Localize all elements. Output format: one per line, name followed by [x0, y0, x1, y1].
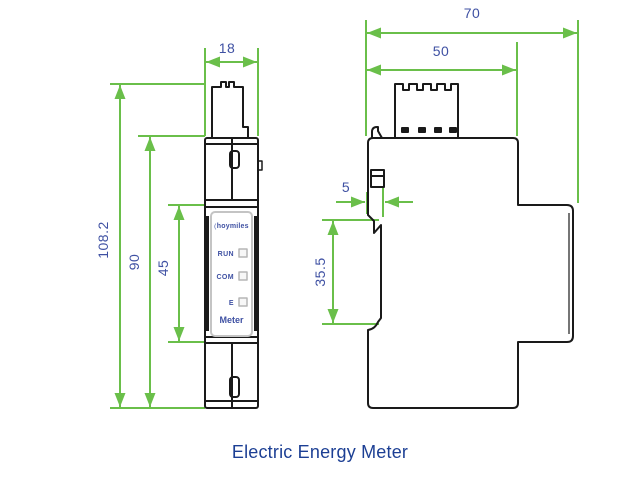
side-top-hook: [371, 126, 383, 139]
dim-label-body-height: 90: [126, 253, 142, 271]
side-body-outline: [367, 137, 574, 409]
logo-swoosh-icon: (: [214, 223, 217, 230]
dim-label-total-height: 108.2: [95, 221, 111, 259]
dimension-lines: [110, 20, 579, 409]
front-side-tab: [257, 160, 263, 171]
front-top-latch: [229, 150, 240, 169]
led-com-indicator: [238, 271, 248, 281]
ext-line-side-widths: [365, 20, 579, 203]
figure-caption: Electric Energy Meter: [231, 442, 409, 462]
ext-line-rail-slot: [322, 219, 379, 325]
panel-meter-label: Meter: [219, 315, 244, 325]
din-clip-button: [370, 169, 385, 188]
led-label-e: E: [228, 300, 234, 307]
terminal-slot-2: [418, 127, 426, 133]
terminal-slot-1: [401, 127, 409, 133]
led-e-indicator: [238, 297, 248, 307]
terminal-slot-3: [434, 127, 442, 133]
dim-label-clip-depth: 5: [341, 179, 351, 195]
side-view: [367, 83, 574, 409]
ext-line-front-width: [204, 48, 259, 136]
front-bottom-latch: [229, 376, 240, 398]
dim-label-body-depth: 50: [432, 43, 450, 59]
terminal-slot-4: [449, 127, 457, 133]
side-terminal-block: [394, 83, 459, 138]
dim-label-rail-slot-height: 35.5: [312, 257, 328, 287]
front-terminal-block: [211, 81, 249, 138]
led-run-indicator: [238, 248, 248, 258]
front-panel-side-walls: [205, 216, 258, 331]
dim-label-front-width: 18: [218, 40, 236, 56]
brand-name: hoymiles: [216, 223, 249, 230]
ext-line-clip: [366, 188, 384, 217]
hoymiles-logo: (hoymiles: [207, 222, 256, 231]
led-label-run: RUN: [217, 251, 234, 258]
dim-label-total-depth: 70: [463, 5, 481, 21]
led-label-com: COM: [216, 274, 234, 281]
ext-line-front-heights: [110, 83, 205, 409]
dim-label-panel-height: 45: [155, 259, 171, 277]
front-view: [204, 81, 263, 409]
